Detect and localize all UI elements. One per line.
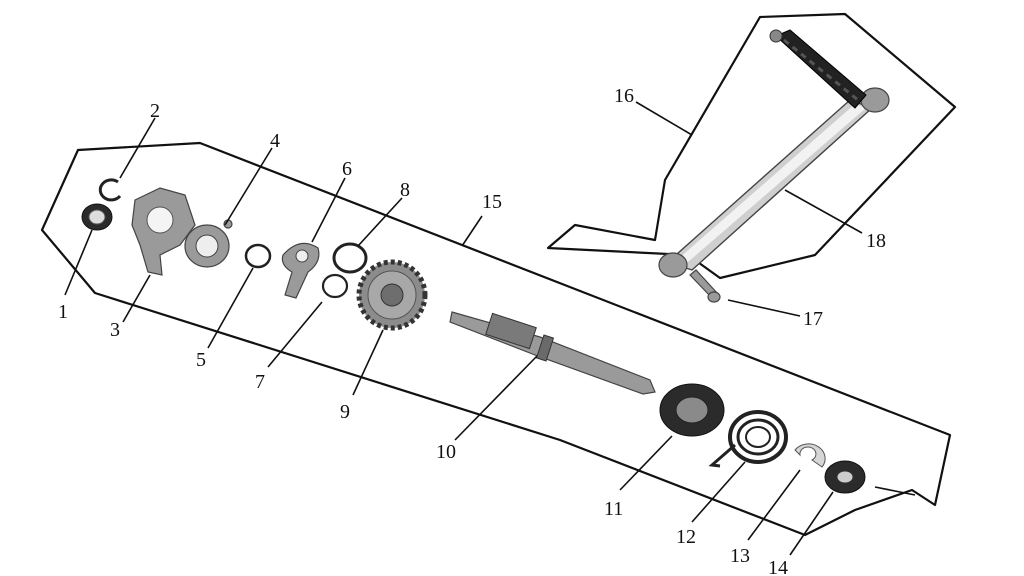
part-16-kick-pedal-rubber (769, 29, 867, 109)
callout-15: 15 (482, 191, 502, 213)
part-10-kick-shaft (449, 311, 656, 395)
callout-16: 16 (614, 85, 634, 107)
part-11-oil-seal (659, 383, 725, 437)
callout-2: 2 (150, 100, 160, 122)
part-6-guide-plate (281, 242, 320, 299)
callout-8: 8 (400, 179, 410, 201)
part-1-seal-ring (81, 203, 113, 231)
kick-lever-outline (546, 12, 957, 280)
part-8-ring (332, 242, 368, 274)
callout-14: 14 (768, 557, 788, 576)
callout-17: 17 (803, 308, 823, 330)
callout-6: 6 (342, 158, 352, 180)
callout-7: 7 (255, 371, 265, 393)
callout-9: 9 (340, 401, 350, 423)
part-7-ring (321, 273, 349, 299)
callout-3: 3 (110, 319, 120, 341)
callout-18: 18 (866, 230, 886, 252)
callout-12: 12 (676, 526, 696, 548)
part-2-circlip (98, 178, 122, 202)
callout-5: 5 (196, 349, 206, 371)
part-3-stopper-plate (131, 187, 196, 276)
callout-11: 11 (604, 498, 623, 520)
part-18-kick-lever-arm (658, 87, 890, 278)
callout-13: 13 (730, 545, 750, 567)
shaft-assembly-outline (40, 141, 952, 537)
part-17-bolt (689, 269, 721, 303)
callout-10: 10 (436, 441, 456, 463)
callout-1: 1 (58, 301, 68, 323)
callout-4: 4 (270, 130, 280, 152)
part-9-kick-gear (356, 259, 428, 331)
part-14-washer (824, 460, 866, 494)
part-12-return-spring (708, 410, 788, 468)
part-13-spring-guide (794, 443, 826, 468)
part-5-washer (244, 243, 272, 269)
leader-lines (64, 101, 916, 556)
